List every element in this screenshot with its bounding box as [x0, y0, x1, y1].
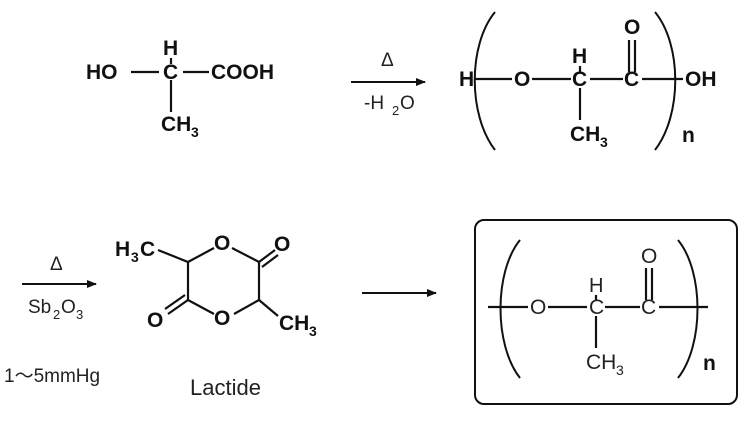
heat-symbol: Δ [381, 50, 394, 71]
lactide-h3c-subscript: 3 [131, 249, 139, 265]
water-subscript: 2 [392, 103, 399, 118]
right-parenthesis [654, 11, 677, 151]
bond-line [261, 254, 279, 268]
pla-c-label: C [589, 296, 604, 319]
bond-line [258, 299, 279, 317]
heat-symbol: Δ [50, 254, 63, 275]
oligomer-oh-end-label: OH [685, 68, 717, 91]
right-parenthesis [677, 239, 699, 379]
pla-ch3-subscript: 3 [616, 362, 624, 378]
catalyst-subscript-2: 3 [76, 307, 83, 322]
bond-line [164, 294, 186, 310]
pla-structure: O H C C O CH 3 n [474, 219, 738, 405]
lactide-ring-o-top: O [214, 232, 230, 255]
lactic-acid-cooh-label: COOH [211, 61, 274, 84]
lactic-acid-h-label: H [163, 37, 178, 60]
catalyst-mid: O [61, 297, 76, 318]
lactic-acid-ch3-subscript: 3 [191, 124, 199, 140]
lactic-acid-ho-label: HO [86, 61, 118, 84]
pla-carbonyl-o-label: O [641, 245, 657, 268]
depolymerization-arrow: Δ Sb 2 O 3 1～5mmHg [4, 254, 100, 387]
product-box [474, 219, 738, 405]
oligomer-repeat-n: n [682, 124, 695, 147]
bond-line [167, 299, 189, 315]
water-removal-prefix: -H [364, 93, 384, 114]
pressure-label: 1～5mmHg [4, 366, 100, 387]
oligomer-c-label: C [572, 68, 587, 91]
oligomer-c2-label: C [624, 68, 639, 91]
pla-ch-label: CH [586, 351, 616, 374]
lactide-ring-o-bottom: O [214, 307, 230, 330]
catalyst-subscript-1: 2 [53, 307, 60, 322]
left-parenthesis [499, 239, 521, 379]
oligomer-h-label: H [572, 45, 587, 68]
bond-line [233, 299, 260, 315]
lactide-ch3-subscript: 3 [309, 323, 317, 339]
bond-line [258, 249, 276, 263]
left-parenthesis [473, 11, 496, 151]
oligomer-ch3-subscript: 3 [600, 134, 608, 150]
lactide-exo-o-left: O [147, 309, 163, 332]
water-removal-suffix: O [400, 93, 415, 114]
pla-o-label: O [530, 296, 546, 319]
lactide-ch3-ch: CH [279, 312, 309, 335]
pla-repeat-n: n [703, 352, 716, 375]
lactide-h3c-h: H [115, 238, 130, 261]
pla-c2-label: C [641, 296, 656, 319]
lactide-exo-o-right: O [274, 233, 290, 256]
catalyst-prefix: Sb [28, 297, 51, 318]
lactide-structure: H 3 C O O CH 3 O O Lactide [115, 232, 317, 400]
lactic-acid-ch-label: CH [161, 113, 191, 136]
oligomer-h-end-label: H [459, 68, 474, 91]
lactide-h3c-c: C [140, 238, 155, 261]
bond-line [187, 247, 215, 263]
oligomer-o-label: O [514, 68, 530, 91]
oligomer-structure: H O H C C O OH CH 3 n [459, 11, 717, 151]
pla-h-label: H [589, 275, 603, 297]
oligomer-carbonyl-o-label: O [624, 16, 640, 39]
bond-line [231, 247, 260, 263]
oligomer-ch-label: CH [570, 123, 600, 146]
lactide-name-label: Lactide [190, 375, 261, 400]
lactic-acid-c-label: C [163, 61, 178, 84]
bond-line [157, 248, 189, 264]
polycondensation-arrow: Δ -H 2 O [351, 50, 426, 118]
lactic-acid-structure: HO H C COOH CH 3 [86, 37, 274, 140]
bond-line [187, 299, 215, 315]
